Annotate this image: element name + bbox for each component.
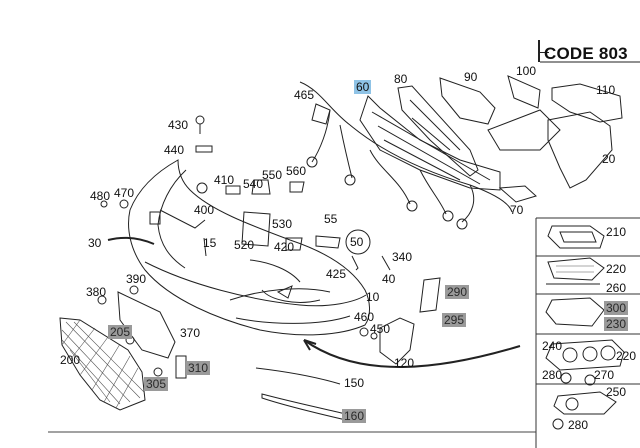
part-callout[interactable]: 40 [382, 272, 396, 286]
part-callout[interactable]: 540 [243, 177, 264, 191]
part-callout[interactable]: 10 [366, 290, 380, 304]
part-callout-highlighted[interactable]: 310 [186, 361, 211, 375]
part-callout[interactable]: 530 [272, 217, 293, 231]
part-callout[interactable]: 260 [606, 281, 627, 295]
part-callout[interactable]: 220 [616, 349, 637, 363]
part-callout[interactable]: 270 [594, 368, 615, 382]
part-callout[interactable]: 420 [274, 240, 295, 254]
part-callout[interactable]: 250 [606, 385, 627, 399]
part-callout[interactable]: 90 [464, 70, 478, 84]
part-callout[interactable]: 30 [88, 236, 102, 250]
part-callout-highlighted[interactable]: 300 [604, 301, 629, 315]
part-callout[interactable]: 370 [180, 326, 201, 340]
part-callout[interactable]: 70 [510, 203, 524, 217]
part-callout[interactable]: 380 [86, 285, 107, 299]
wire-harness [299, 81, 513, 213]
part-callout-highlighted[interactable]: 160 [342, 409, 367, 423]
part-callout[interactable]: 110 [596, 83, 616, 97]
part-callout[interactable]: 450 [370, 322, 391, 336]
part-callout[interactable]: 20 [602, 152, 616, 166]
part-callout[interactable]: 440 [164, 143, 185, 157]
code-arrow [539, 52, 549, 53]
part-callout[interactable]: 55 [324, 212, 338, 226]
lower-grille [59, 317, 146, 411]
part-callout[interactable]: 560 [286, 164, 307, 178]
part-callout[interactable]: 100 [516, 64, 537, 78]
part-callout[interactable]: 390 [126, 272, 147, 286]
part-callout[interactable]: 400 [194, 203, 215, 217]
part-callout[interactable]: 220 [606, 262, 627, 276]
code-bracket [538, 40, 540, 62]
part-callout[interactable]: 15 [203, 236, 217, 250]
part-callout[interactable]: 150 [344, 376, 365, 390]
part-callout-selected[interactable]: 60 [354, 80, 372, 94]
part-callout[interactable]: 280 [568, 418, 589, 432]
part-callout-highlighted[interactable]: 290 [445, 285, 470, 299]
part-callout-highlighted[interactable]: 295 [442, 313, 467, 327]
part-callout[interactable]: 120 [394, 356, 415, 370]
part-callout[interactable]: 480 [90, 189, 111, 203]
part-callout[interactable]: 280 [542, 368, 563, 382]
part-callout[interactable]: 80 [394, 72, 408, 86]
part-callout[interactable]: 425 [326, 267, 347, 281]
part-callout[interactable]: 520 [234, 238, 255, 252]
part-callout[interactable]: 465 [294, 88, 315, 102]
part-callout[interactable]: 240 [542, 339, 563, 353]
part-callout[interactable]: 410 [214, 173, 235, 187]
part-callout[interactable]: 340 [392, 250, 413, 264]
part-callout-highlighted[interactable]: 305 [144, 377, 169, 391]
part-callout[interactable]: 460 [354, 310, 375, 324]
part-callout[interactable]: 430 [168, 118, 189, 132]
part-callout[interactable]: 50 [350, 235, 364, 249]
part-callout[interactable]: 550 [262, 168, 283, 182]
part-callout[interactable]: 200 [60, 353, 81, 367]
reinforcement-beam [359, 95, 501, 191]
option-code-title: CODE 803 [544, 44, 628, 63]
part-callout[interactable]: 210 [606, 225, 627, 239]
part-callout-highlighted[interactable]: 230 [604, 317, 629, 331]
part-callout-highlighted[interactable]: 205 [108, 325, 133, 339]
part-callout[interactable]: 470 [114, 186, 135, 200]
bumper-cover-outline [128, 159, 370, 336]
